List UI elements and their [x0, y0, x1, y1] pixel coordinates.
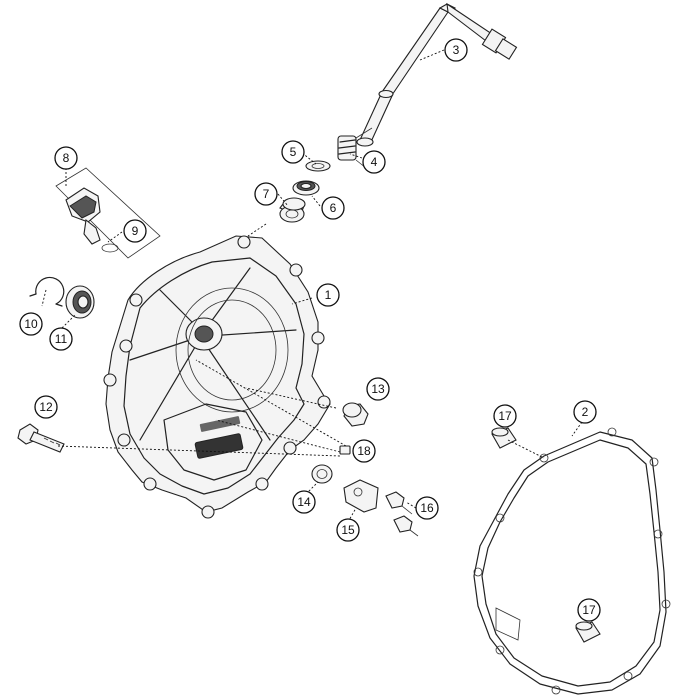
callout-18-label: 18 [357, 444, 371, 458]
gasket-part [473, 427, 671, 695]
callout-15: 15 [336, 518, 360, 542]
callout-2-label: 2 [582, 405, 589, 419]
seal-ring-part [292, 180, 320, 196]
callout-3: 3 [444, 38, 468, 62]
callout-7-label: 7 [263, 187, 270, 201]
dowel-pin-part [491, 427, 517, 449]
callout-10: 10 [19, 312, 43, 336]
cap-plug-part [342, 402, 369, 427]
circlip-part [29, 276, 65, 307]
dowel-pin-part-2 [575, 621, 601, 643]
callout-1-label: 1 [325, 288, 332, 302]
callout-13: 13 [366, 377, 390, 401]
callout-3-label: 3 [453, 43, 460, 57]
callout-4-label: 4 [371, 155, 378, 169]
callout-17-lower-label: 17 [582, 603, 596, 617]
callout-8-label: 8 [63, 151, 70, 165]
callout-18: 18 [352, 439, 376, 463]
callout-12-label: 12 [39, 400, 53, 414]
washer-part [305, 160, 331, 172]
callout-15-label: 15 [341, 523, 355, 537]
callout-14: 14 [292, 490, 316, 514]
callout-5-label: 5 [290, 145, 297, 159]
callout-6: 6 [321, 196, 345, 220]
callout-5: 5 [281, 140, 305, 164]
callout-2: 2 [573, 400, 597, 424]
clutch-cover-part [103, 235, 331, 519]
callout-13-label: 13 [371, 382, 385, 396]
push-rod-part [356, 2, 518, 147]
callout-9-label: 9 [132, 224, 139, 238]
callout-11: 11 [49, 327, 73, 351]
small-screw-part [339, 445, 351, 455]
long-bolt-part [17, 423, 65, 453]
sealing-ring-part [311, 464, 333, 484]
callout-6-label: 6 [330, 201, 337, 215]
callout-14-label: 14 [297, 495, 311, 509]
oil-plug-assembly [55, 167, 161, 259]
callout-16: 16 [415, 496, 439, 520]
callout-4: 4 [362, 150, 386, 174]
callout-16-label: 16 [420, 501, 434, 515]
screws-part [385, 491, 419, 537]
callout-8: 8 [54, 146, 78, 170]
shaft-seal-part [65, 285, 95, 319]
callout-7: 7 [254, 182, 278, 206]
callout-11-label: 11 [55, 332, 68, 346]
callout-9: 9 [123, 219, 147, 243]
callout-17-upper-label: 17 [498, 409, 512, 423]
callout-17-upper: 17 [493, 404, 517, 428]
callout-1: 1 [316, 283, 340, 307]
callout-17-lower: 17 [577, 598, 601, 622]
cover-plate-part [343, 479, 379, 513]
callout-12: 12 [34, 395, 58, 419]
callout-10-label: 10 [24, 317, 38, 331]
